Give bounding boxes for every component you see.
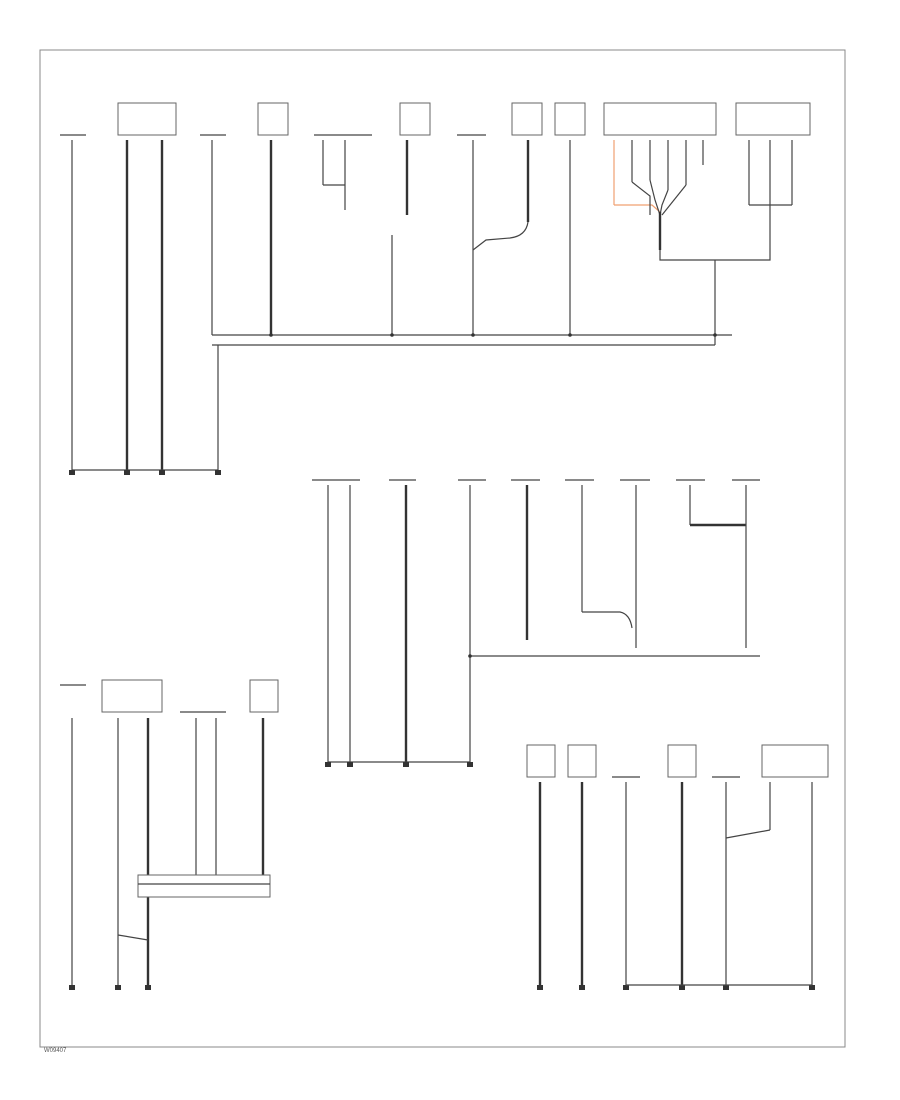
connector-block: [137, 874, 271, 898]
bus-junction-dots: [269, 333, 717, 337]
bottom-right-section: [526, 744, 829, 990]
component-box: [257, 102, 289, 136]
middle-section: [312, 479, 760, 767]
ground-terminals: [537, 985, 815, 990]
ground-terminals: [69, 985, 151, 990]
top-section: [60, 102, 811, 475]
ground-terminals: [325, 762, 473, 767]
ground-terminals: [69, 470, 221, 475]
component-box: [554, 102, 586, 136]
component-box: [567, 744, 597, 778]
component-box: [603, 102, 717, 136]
component-box: [735, 102, 811, 136]
bottom-left-section: [60, 679, 279, 990]
diagram-code: W09407: [44, 1048, 67, 1054]
component-box: [511, 102, 543, 136]
component-box: [399, 102, 431, 136]
component-box: [117, 102, 177, 136]
component-box: [526, 744, 556, 778]
component-box: [101, 679, 163, 713]
component-box: [249, 679, 279, 713]
component-box: [761, 744, 829, 778]
diagram-border: [39, 49, 846, 1048]
component-box: [667, 744, 697, 778]
